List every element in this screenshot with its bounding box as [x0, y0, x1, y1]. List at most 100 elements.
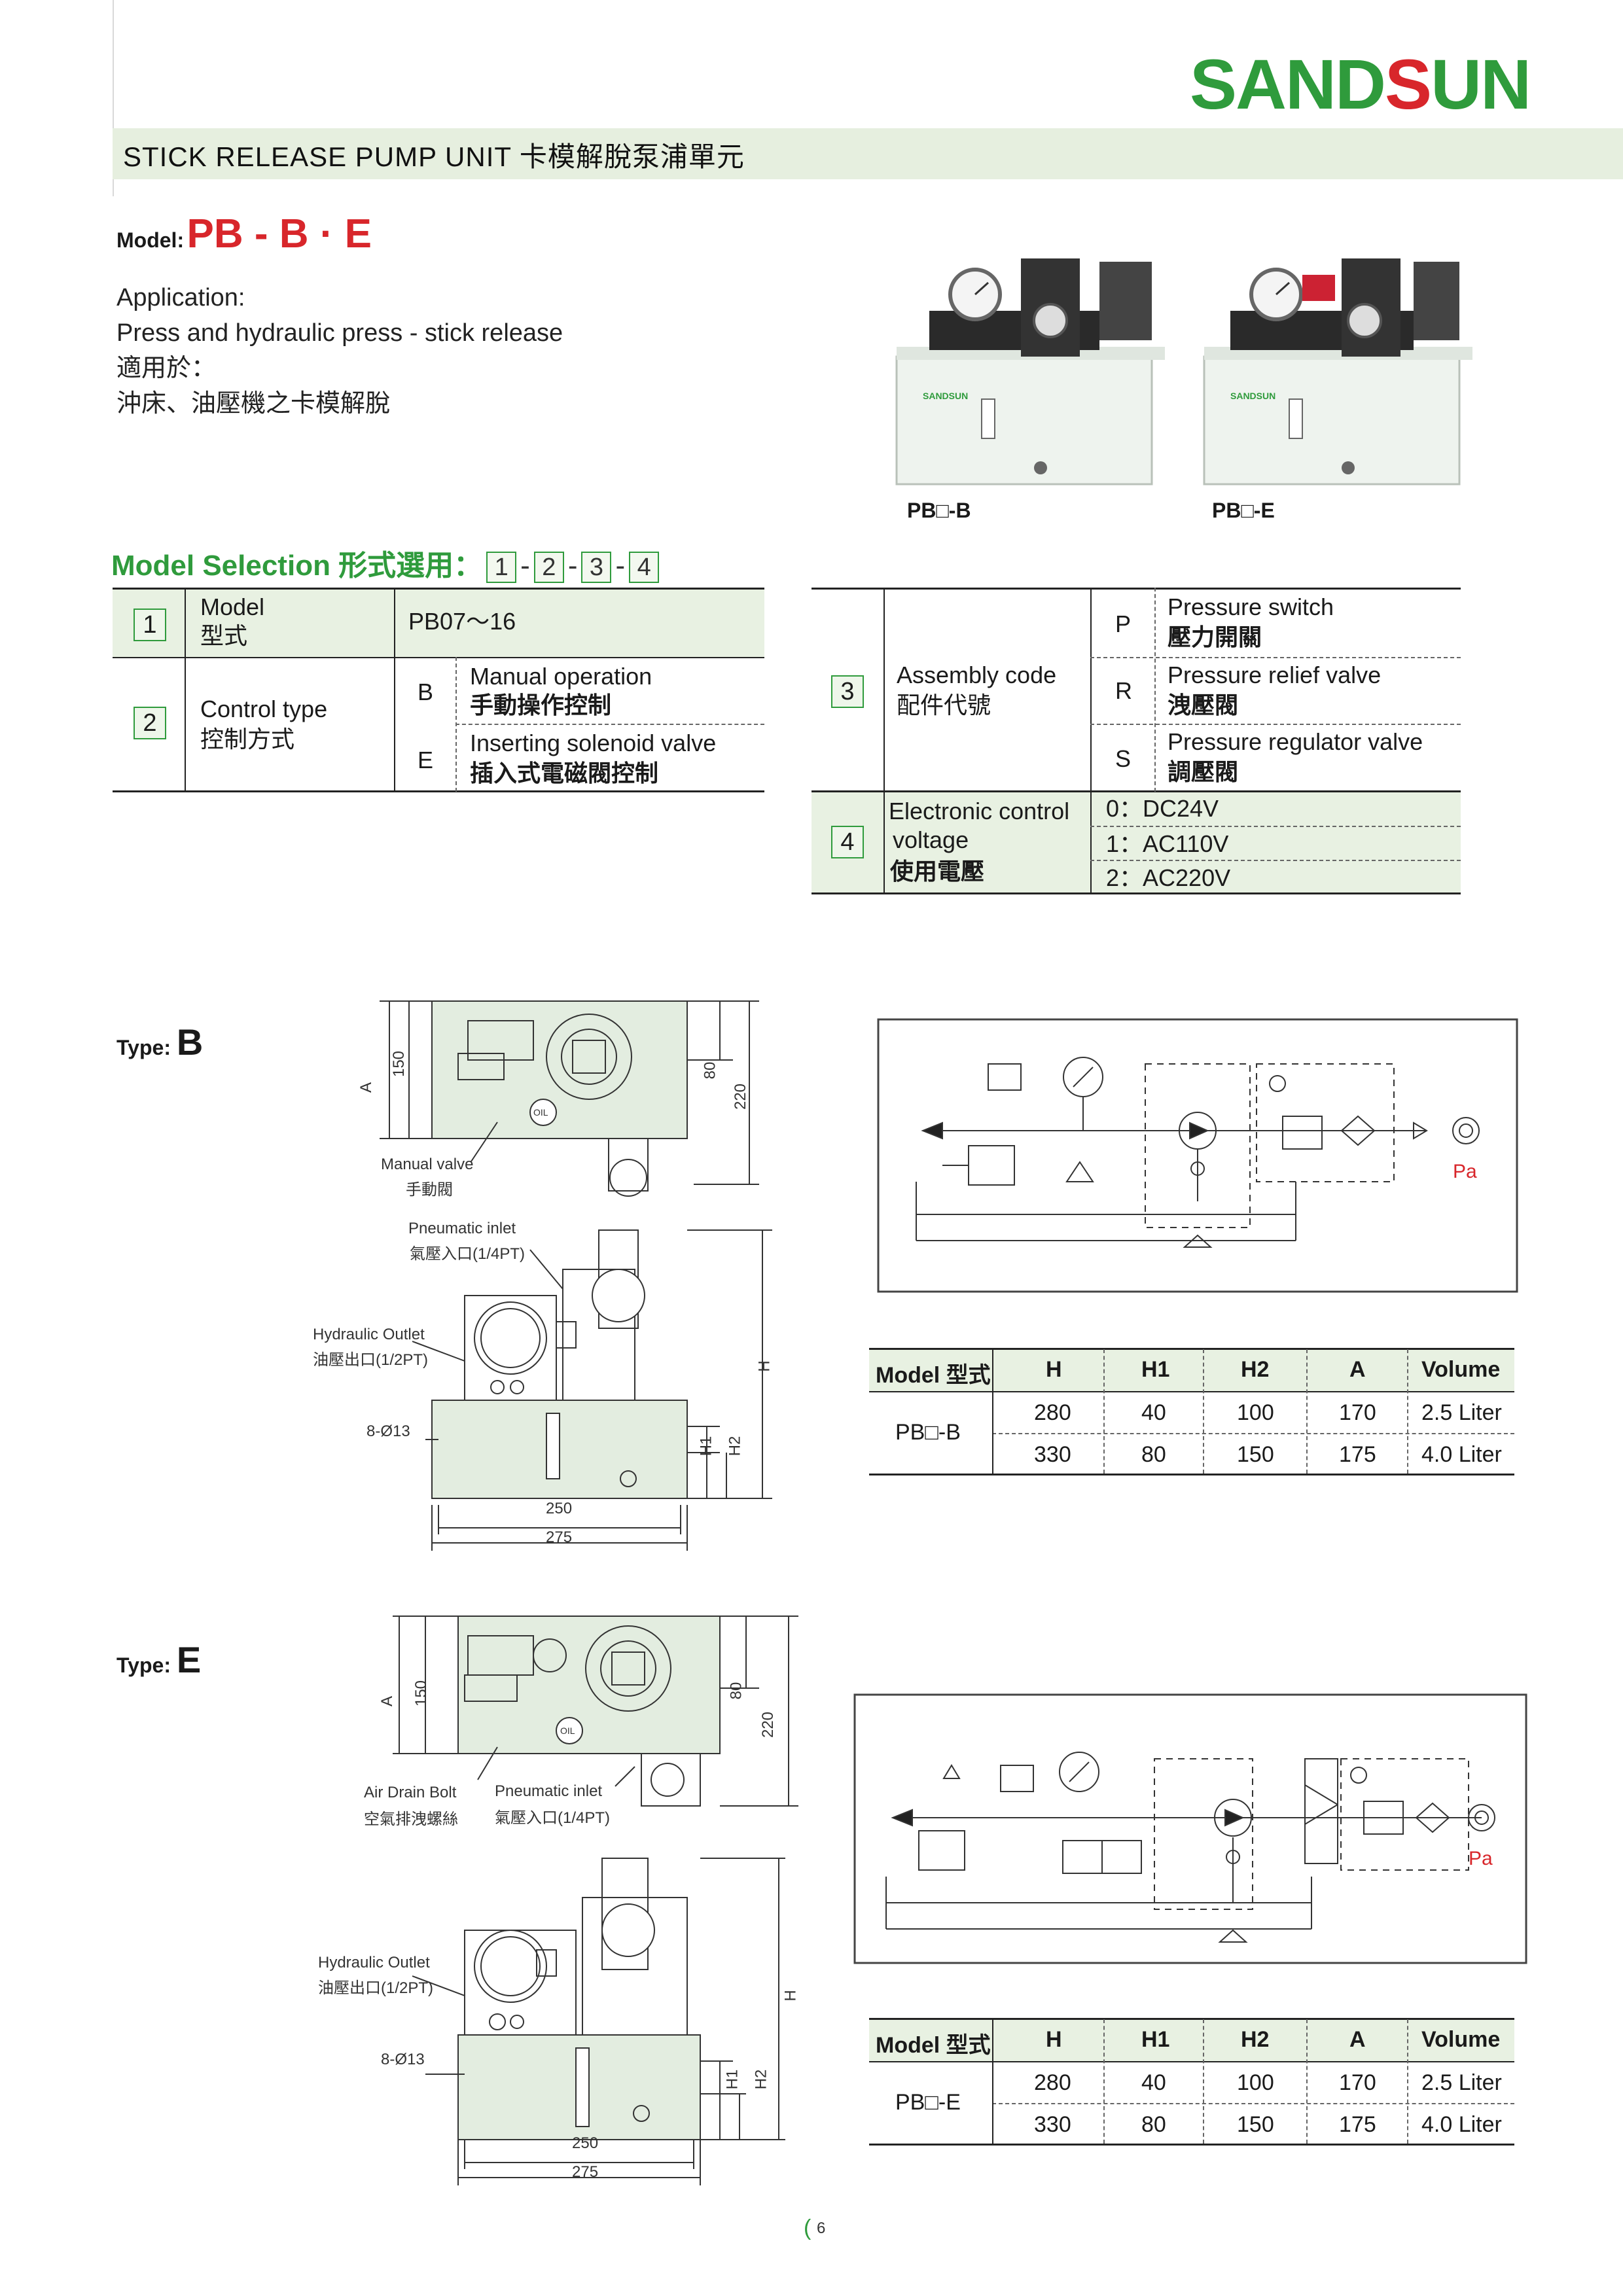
table-rule: [992, 1349, 993, 1474]
table-rule: [113, 790, 764, 792]
table-rule: [1103, 1349, 1106, 1474]
table-rule: [113, 588, 764, 590]
table-rule: [812, 892, 1461, 894]
row2-num: 2: [134, 707, 166, 739]
code-box-2: 2: [533, 552, 564, 583]
row3-opt-p-code: P: [1115, 610, 1132, 637]
row3-opt-r-zh: 洩壓閥: [1168, 692, 1239, 718]
row3-opt-r-code: R: [1115, 677, 1132, 704]
type-b-dim-250: 250: [546, 1500, 573, 1517]
table-rule: [883, 588, 885, 894]
spec-e-th-a: A: [1349, 2027, 1366, 2052]
table-rule: [869, 2018, 1514, 2020]
table-rule: [455, 724, 764, 725]
row4-name-en2: voltage: [893, 826, 969, 853]
table-rule: [1306, 1349, 1309, 1474]
spec-e-th-model: Model 型式: [876, 2033, 991, 2058]
spec-e-cell: 280: [1034, 2070, 1071, 2095]
table-rule: [394, 588, 395, 792]
type-b-holes: 8-Ø13: [366, 1422, 410, 1440]
table-rule: [992, 1433, 1514, 1434]
row2-opt-e-code: E: [418, 747, 434, 773]
type-b-label: Type:: [116, 1036, 171, 1059]
spec-e-cell: 330: [1034, 2112, 1071, 2137]
spec-e-cell: 150: [1237, 2112, 1274, 2137]
spec-e-header-bg: [869, 2019, 1514, 2061]
spec-b-cell: 330: [1034, 1442, 1071, 1467]
table-rule: [1154, 588, 1157, 792]
photo-caption-b: PB□-B: [907, 499, 971, 522]
row2-opt-b-zh: 手動操作控制: [470, 692, 612, 718]
row1-value: PB07～16: [408, 608, 516, 635]
type-e-drawing: OIL: [393, 1616, 798, 2185]
table-rule: [1203, 2019, 1205, 2144]
type-e-circuit-pa: Pa: [1469, 1848, 1493, 1869]
spec-b-cell: 150: [1237, 1442, 1274, 1467]
type-b-circuit: Pa: [877, 1018, 1518, 1293]
row3-opt-s-en: Pressure regulator valve: [1168, 728, 1423, 755]
table-rule: [1103, 2019, 1106, 2144]
type-e-dim-h: H: [781, 1990, 800, 2002]
row4-num: 4: [831, 826, 864, 858]
product-photos: SANDSUN SANDSUN: [895, 258, 1472, 486]
type-b-dim-a: A: [357, 1082, 376, 1093]
type-e-dim-h1: H1: [723, 2069, 741, 2090]
table-rule: [869, 1474, 1514, 1475]
code-sep: -: [615, 550, 626, 582]
table-rule: [992, 2019, 993, 2144]
type-e-dim-275: 275: [572, 2163, 599, 2181]
row1-name-zh: 型式: [200, 622, 248, 649]
page-title: STICK RELEASE PUMP UNIT 卡模解脫泵浦單元: [123, 141, 745, 172]
type-e-dim-h2: H2: [752, 2069, 770, 2090]
spec-b-cell: 280: [1034, 1400, 1071, 1425]
type-b-dim-h2: H2: [726, 1436, 744, 1457]
row2-opt-e-zh: 插入式電磁閥控制: [470, 760, 659, 786]
table-rule: [1090, 657, 1461, 658]
brand-logo: SANDSUN: [1190, 44, 1531, 124]
type-e-hydraulic-outlet-zh: 油壓出口(1/2PT): [318, 1979, 434, 1997]
table-rule: [992, 2103, 1514, 2104]
type-b-circuit-pa: Pa: [1453, 1161, 1477, 1182]
spec-e-th-h1: H1: [1141, 2027, 1170, 2052]
page-number-mark: (: [804, 2216, 812, 2240]
row3-opt-s-code: S: [1115, 745, 1132, 772]
spec-e-cell: 100: [1237, 2070, 1274, 2095]
type-b-dim-80: 80: [701, 1061, 719, 1080]
table-rule: [113, 657, 764, 658]
spec-b-cell: 2.5 Liter: [1421, 1400, 1502, 1425]
spec-e-th-h2: H2: [1241, 2027, 1270, 2052]
margin-line: [113, 0, 114, 196]
row2-opt-b-en: Manual operation: [470, 663, 652, 690]
row3-opt-p-en: Pressure switch: [1168, 593, 1334, 620]
code-box-1: 1: [486, 552, 517, 583]
type-e-pneumatic-inlet: Pneumatic inlet: [495, 1782, 603, 1800]
spec-e-th-volume: Volume: [1421, 2027, 1501, 2052]
model-selection-title: Model Selection 形式選用：1-2-3-4: [111, 542, 663, 584]
row3-num: 3: [831, 675, 864, 708]
spec-b-cell: 4.0 Liter: [1421, 1442, 1502, 1467]
application-label: Application:: [116, 284, 245, 311]
type-b-pneumatic-inlet: Pneumatic inlet: [408, 1220, 516, 1237]
type-b-dim-h: H: [755, 1360, 774, 1372]
row3-opt-s-zh: 調壓閥: [1168, 758, 1239, 785]
table-rule: [1407, 2019, 1410, 2144]
type-b-pneumatic-inlet-zh: 氣壓入口(1/4PT): [410, 1245, 526, 1263]
row4-opt-2: 2：AC220V: [1106, 864, 1231, 891]
spec-b-cell: 80: [1141, 1442, 1166, 1467]
table-rule: [1407, 1349, 1410, 1474]
table-rule: [1090, 860, 1461, 861]
spec-e-cell: 2.5 Liter: [1421, 2070, 1502, 2095]
table-rule: [1306, 2019, 1309, 2144]
spec-e-model: PB□-E: [895, 2090, 961, 2115]
spec-b-th-a: A: [1349, 1357, 1366, 1382]
type-e-holes: 8-Ø13: [381, 2051, 425, 2068]
table-rule: [812, 588, 1461, 590]
code-sep: -: [567, 550, 578, 582]
spec-b-cell: 100: [1237, 1400, 1274, 1425]
row2-opt-e-en: Inserting solenoid valve: [470, 730, 717, 756]
type-b-drawing: OIL: [380, 1000, 772, 1551]
table-rule: [812, 790, 1461, 792]
type-e-pneumatic-inlet-zh: 氣壓入口(1/4PT): [495, 1809, 611, 1827]
table-rule: [869, 1348, 1514, 1350]
type-e-dim-150: 150: [412, 1680, 431, 1707]
